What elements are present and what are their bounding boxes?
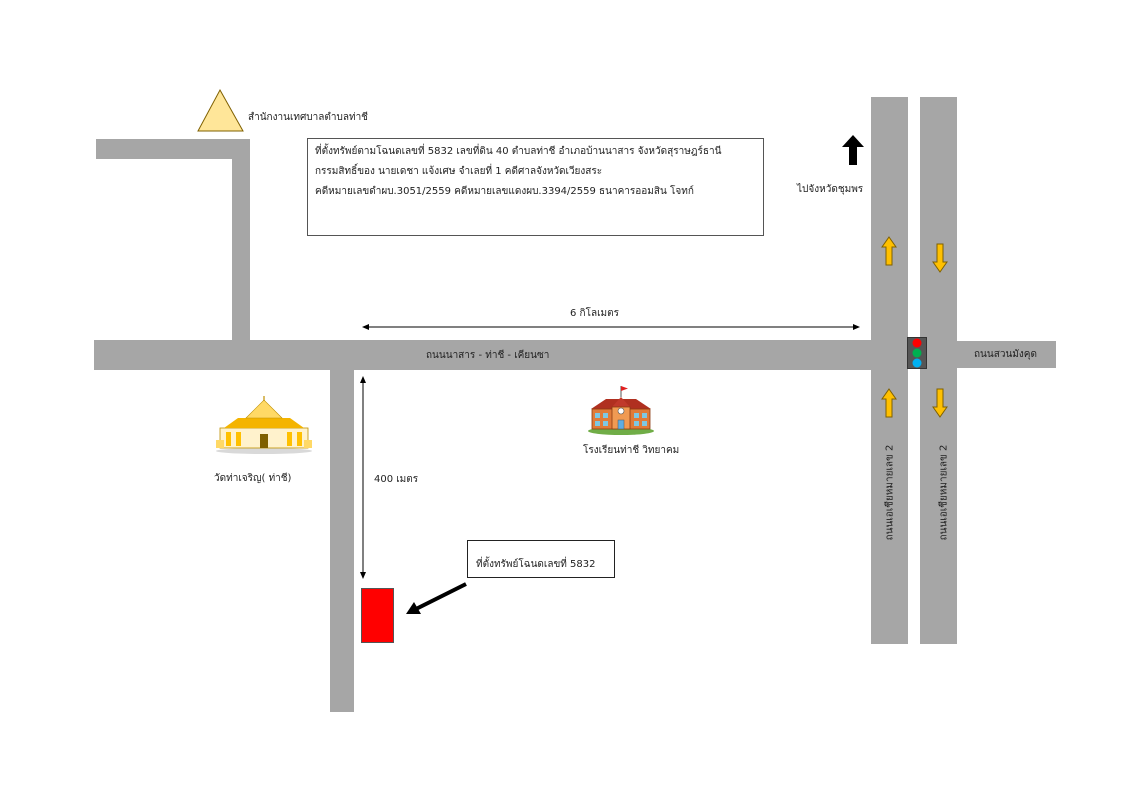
to-chumphon-label: ไปจังหวัดชุมพร bbox=[797, 184, 864, 195]
highway-right-label: ถนนเอเชียหมายเลข 2 bbox=[938, 444, 950, 541]
info-line-3: คดีหมายเลขดำผบ.3051/2559 คดีหมายเลขแดงผบ… bbox=[315, 186, 694, 197]
arrow-down-icon bbox=[932, 388, 948, 418]
temple-icon bbox=[216, 396, 312, 454]
highway-left-label: ถนนเอเชียหมายเลข 2 bbox=[884, 444, 896, 541]
road-upper-left-horizontal bbox=[96, 139, 250, 159]
arrow-up-icon bbox=[881, 388, 897, 418]
side-road-vertical bbox=[330, 368, 354, 712]
distance-400m-label: 400 เมตร bbox=[374, 474, 419, 485]
suan-mangkhut-label: ถนนสวนมังคุด bbox=[974, 349, 1037, 360]
distance-400m-arrow bbox=[360, 376, 366, 579]
highway-left-lane bbox=[871, 97, 908, 644]
property-callout-label: ที่ตั้งทรัพย์โฉนดเลขที่ 5832 bbox=[476, 559, 596, 570]
info-line-1: ที่ตั้งทรัพย์ตามโฉนดเลขที่ 5832 เลขที่ดิ… bbox=[315, 146, 722, 157]
pointer-arrow bbox=[406, 582, 467, 614]
school-label: โรงเรียนท่าชี วิทยาคม bbox=[583, 445, 680, 456]
road-upper-left-vertical bbox=[232, 139, 250, 345]
arrow-up-icon bbox=[881, 236, 897, 266]
triangle-icon bbox=[197, 88, 244, 132]
property-callout-box: ที่ตั้งทรัพย์โฉนดเลขที่ 5832 bbox=[467, 540, 615, 578]
highway-right-lane bbox=[920, 97, 957, 644]
arrow-down-icon bbox=[932, 243, 948, 273]
distance-6km-arrow bbox=[362, 324, 860, 330]
traffic-light-icon bbox=[907, 337, 927, 369]
main-road-label: ถนนนาสาร - ท่าชี - เคียนซา bbox=[426, 350, 550, 361]
north-arrow-icon bbox=[842, 135, 864, 165]
distance-6km-label: 6 กิโลเมตร bbox=[570, 308, 619, 319]
info-box: ที่ตั้งทรัพย์ตามโฉนดเลขที่ 5832 เลขที่ดิ… bbox=[307, 138, 764, 236]
temple-label: วัดท่าเจริญ( ท่าชี) bbox=[214, 473, 292, 484]
property-marker bbox=[361, 588, 394, 643]
info-line-2: กรรมสิทธิ์ของ นายเดชา แจ้งเศษ จำเลยที่ 1… bbox=[315, 166, 603, 177]
main-road bbox=[94, 340, 894, 370]
school-icon bbox=[588, 386, 654, 435]
municipal-office-label: สำนักงานเทศบาลตำบลท่าชี bbox=[248, 112, 368, 123]
